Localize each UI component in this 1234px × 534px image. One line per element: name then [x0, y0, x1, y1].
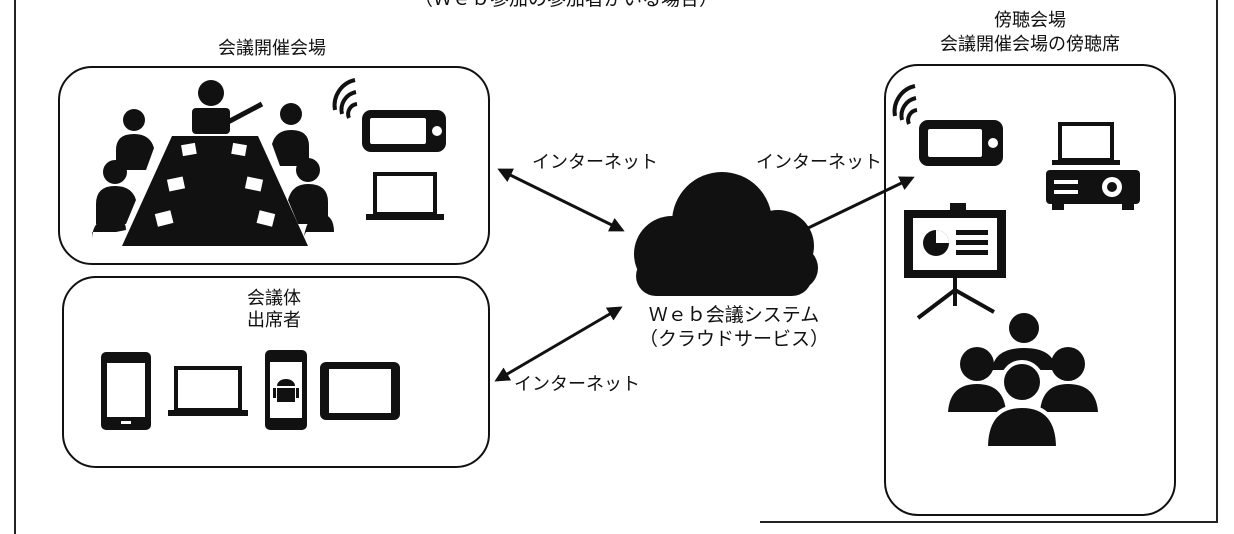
venue-title: 会議開催会場: [218, 38, 326, 59]
audience-internet-label: インターネット: [756, 152, 882, 173]
audience-title-line2: 会議開催会場の傍聴席: [940, 34, 1120, 55]
wifi-signal-icon: [332, 78, 358, 119]
tablet-icon: [320, 362, 400, 420]
laptop-icon: [1052, 122, 1120, 165]
projector-icon: [1046, 170, 1140, 210]
outer-frame-left: [14, 0, 16, 534]
video-device-icon: [362, 110, 446, 152]
smartphone-icon: [101, 352, 151, 430]
laptop-icon: [366, 172, 444, 220]
wifi-signal-icon: [892, 84, 918, 125]
cloud-label-line1: Ｗｅｂ会議システム: [648, 304, 820, 326]
laptop-icon: [168, 366, 248, 416]
cloud-label-line2: （クラウドサービス）: [638, 328, 829, 350]
video-device-icon: [919, 120, 1003, 166]
presentation-board-icon: [904, 203, 1006, 320]
header-caption: （Ｗｅｂ参加の参加者がいる場合）: [414, 0, 718, 10]
meeting-table-icon: [92, 80, 334, 246]
outer-frame-right: [1216, 0, 1218, 522]
venue-internet-label: インターネット: [532, 152, 658, 173]
attendees-title-line2: 出席者: [247, 310, 301, 331]
cloud-icon: [634, 172, 818, 296]
audience-people-icon: [948, 313, 1098, 450]
android-phone-icon: [265, 350, 307, 430]
connection-arrows: [494, 168, 915, 382]
audience-title-line1: 傍聴会場: [994, 10, 1066, 31]
attendees-title-line1: 会議体: [247, 288, 301, 309]
outer-frame-bottom: [760, 521, 1218, 523]
